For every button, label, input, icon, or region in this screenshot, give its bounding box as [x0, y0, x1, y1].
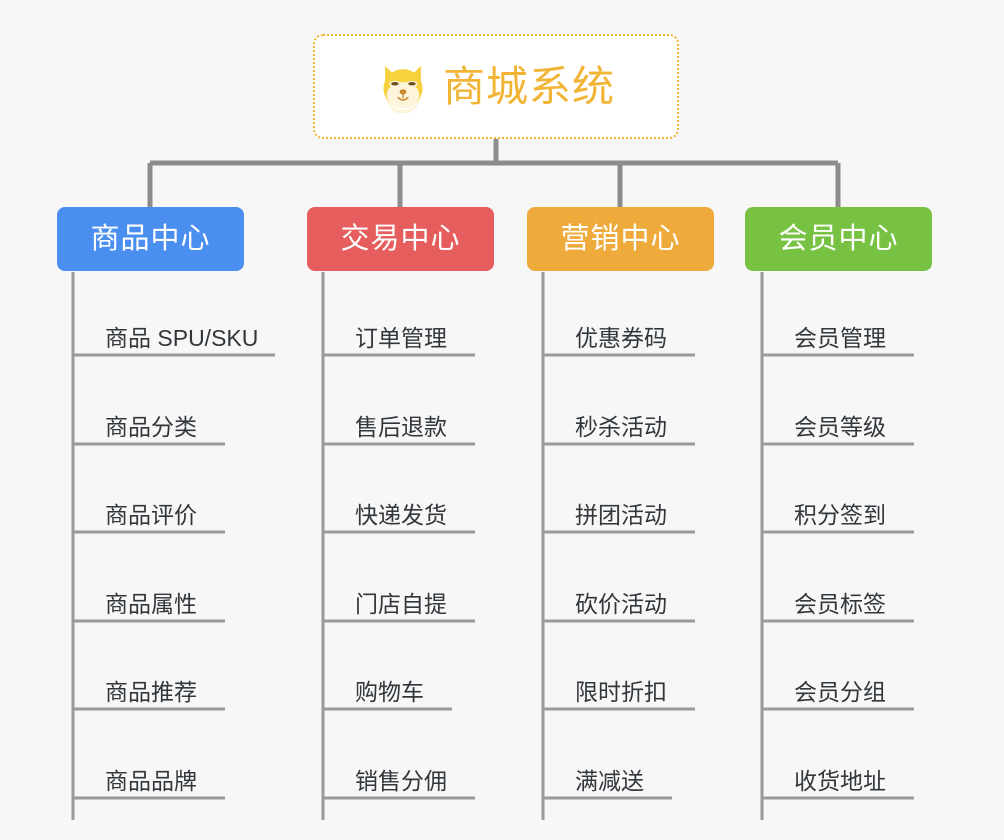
leaf-item[interactable]: 销售分佣: [355, 768, 447, 794]
leaf-item[interactable]: 会员等级: [794, 414, 886, 440]
category-label: 会员中心: [778, 222, 899, 255]
leaf-item[interactable]: 购物车: [355, 679, 424, 705]
category-box-member[interactable]: 会员中心: [745, 207, 932, 271]
category-label: 商品中心: [90, 222, 211, 255]
root-title: 商城系统: [442, 62, 615, 110]
leaf-item[interactable]: 商品属性: [105, 591, 197, 617]
leaf-item[interactable]: 优惠券码: [575, 325, 667, 351]
leaf-item[interactable]: 拼团活动: [575, 502, 667, 528]
leaf-item[interactable]: 会员分组: [794, 679, 886, 705]
category-box-trade[interactable]: 交易中心: [307, 207, 494, 271]
leaf-item[interactable]: 商品评价: [105, 502, 197, 528]
category-label: 交易中心: [340, 222, 461, 255]
leaf-item[interactable]: 售后退款: [355, 414, 447, 440]
category-box-marketing[interactable]: 营销中心: [527, 207, 714, 271]
leaf-item[interactable]: 商品 SPU/SKU: [105, 325, 259, 351]
leaf-item[interactable]: 收货地址: [794, 768, 886, 794]
leaf-item[interactable]: 砍价活动: [575, 591, 667, 617]
leaf-item[interactable]: 快递发货: [355, 502, 447, 528]
leaf-item[interactable]: 订单管理: [355, 325, 447, 351]
leaf-item[interactable]: 会员管理: [794, 325, 886, 351]
leaf-item[interactable]: 商品品牌: [105, 768, 197, 794]
leaf-item[interactable]: 积分签到: [794, 502, 886, 528]
leaf-item[interactable]: 秒杀活动: [575, 414, 667, 440]
leaf-item[interactable]: 商品分类: [105, 414, 197, 440]
shiba-inu-dog-face-icon: [383, 65, 423, 113]
leaf-item[interactable]: 限时折扣: [575, 679, 667, 705]
root-node[interactable]: 商城系统: [313, 34, 679, 139]
category-label: 营销中心: [560, 222, 681, 255]
leaf-item[interactable]: 满减送: [575, 768, 644, 794]
leaf-item[interactable]: 商品推荐: [105, 679, 197, 705]
leaf-item[interactable]: 门店自提: [355, 591, 447, 617]
category-box-product[interactable]: 商品中心: [57, 207, 244, 271]
leaf-item[interactable]: 会员标签: [794, 591, 886, 617]
